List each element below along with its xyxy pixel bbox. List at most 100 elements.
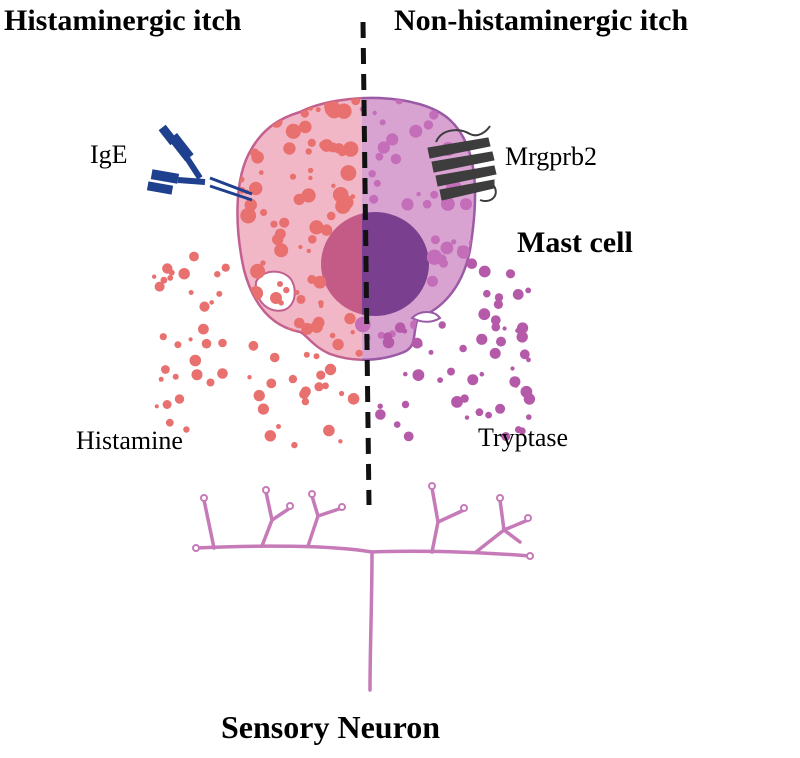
label-mrgprb2: Mrgprb2 (505, 142, 597, 171)
tryptase-granule (526, 357, 531, 363)
granule (307, 274, 317, 284)
histamine-granule (188, 290, 194, 295)
tryptase-granule (428, 349, 434, 355)
granule (308, 175, 313, 181)
header-non-histaminergic: Non-histaminergic itch (394, 4, 689, 37)
granule (401, 198, 414, 211)
granule (460, 198, 472, 211)
neuron-dendrite-left (194, 544, 374, 554)
tryptase-granule (438, 321, 446, 329)
histamine-granule (303, 351, 310, 358)
granule (427, 275, 438, 287)
tryptase-granule (382, 336, 395, 349)
neuron-axon (368, 550, 374, 692)
tryptase-granule (518, 427, 526, 435)
granule (332, 338, 344, 351)
tryptase-granule (466, 258, 478, 270)
histamine-granule (253, 389, 265, 402)
tryptase-granule (403, 431, 414, 442)
granule (294, 290, 300, 295)
granule (335, 198, 351, 214)
tryptase-granule (501, 432, 511, 441)
tryptase-granule (494, 293, 504, 302)
histamine-granule (269, 352, 280, 363)
tryptase-granule (526, 414, 532, 420)
histamine-granule (314, 382, 324, 392)
granule (275, 228, 286, 240)
histamine-granule (154, 281, 165, 292)
granule (301, 322, 314, 335)
granule (379, 119, 386, 126)
granule (449, 336, 454, 342)
granule (466, 331, 476, 342)
vacuole-granule (270, 292, 282, 304)
histamine-granule (172, 373, 179, 380)
granule (283, 286, 290, 294)
histamine-granule (183, 426, 190, 433)
histamine-granule (299, 389, 310, 400)
granule (313, 275, 327, 289)
granule (416, 191, 421, 197)
granule (250, 148, 260, 158)
granule (306, 248, 311, 254)
tryptase-granule (478, 265, 491, 278)
granule (451, 239, 457, 245)
granule (377, 331, 385, 339)
granule (409, 124, 423, 138)
histamine-granule (209, 300, 214, 305)
tryptase-granule (459, 344, 467, 353)
histamine-granule (217, 368, 228, 379)
granule (422, 199, 432, 209)
granule (459, 298, 475, 314)
tryptase-granule (489, 347, 501, 359)
tryptase-granule (475, 408, 484, 417)
tryptase-granule (483, 289, 491, 298)
granule (285, 123, 301, 139)
tryptase-granule (394, 322, 406, 334)
granule (280, 330, 287, 337)
tryptase-granule (513, 383, 519, 388)
granule (258, 170, 264, 176)
tryptase-granule (496, 336, 506, 347)
header-histaminergic: Histaminergic itch (4, 4, 242, 37)
tryptase-granule (437, 377, 443, 383)
granule (299, 120, 312, 134)
tryptase-granule (490, 315, 501, 325)
histamine-granule (216, 290, 223, 297)
granule (429, 110, 439, 120)
histamine-granule (322, 382, 329, 390)
tryptase-granule (525, 287, 532, 294)
label-tryptase: Tryptase (478, 423, 569, 452)
tryptase-granule (478, 308, 491, 321)
granule (289, 173, 297, 180)
tryptase-granule (464, 415, 470, 420)
tryptase-granule (447, 367, 455, 376)
tryptase-granule (493, 299, 503, 309)
histamine-granule (191, 369, 203, 381)
granule (350, 330, 355, 335)
histamine-granule (266, 378, 277, 389)
histamine-granule (264, 430, 276, 442)
histamine-granule (247, 375, 252, 380)
released-granules (152, 251, 536, 449)
granule (248, 286, 264, 301)
divider-line (360, 21, 372, 506)
histamine-granule (167, 275, 174, 281)
neuron-dendrite-tips (192, 482, 534, 560)
tryptase-granule (401, 400, 410, 409)
tryptase-granule (485, 411, 492, 419)
sensory-neuron (194, 486, 532, 692)
granule (301, 188, 316, 203)
granule (430, 235, 440, 245)
granule (439, 258, 448, 268)
granule (301, 98, 308, 106)
granule (457, 245, 464, 253)
granule (293, 193, 305, 206)
histamine-granule (301, 397, 310, 406)
granule (373, 179, 381, 187)
tryptase-granule (519, 349, 530, 360)
granule (336, 103, 352, 119)
granule (326, 211, 336, 221)
tryptase-granule (517, 322, 529, 334)
